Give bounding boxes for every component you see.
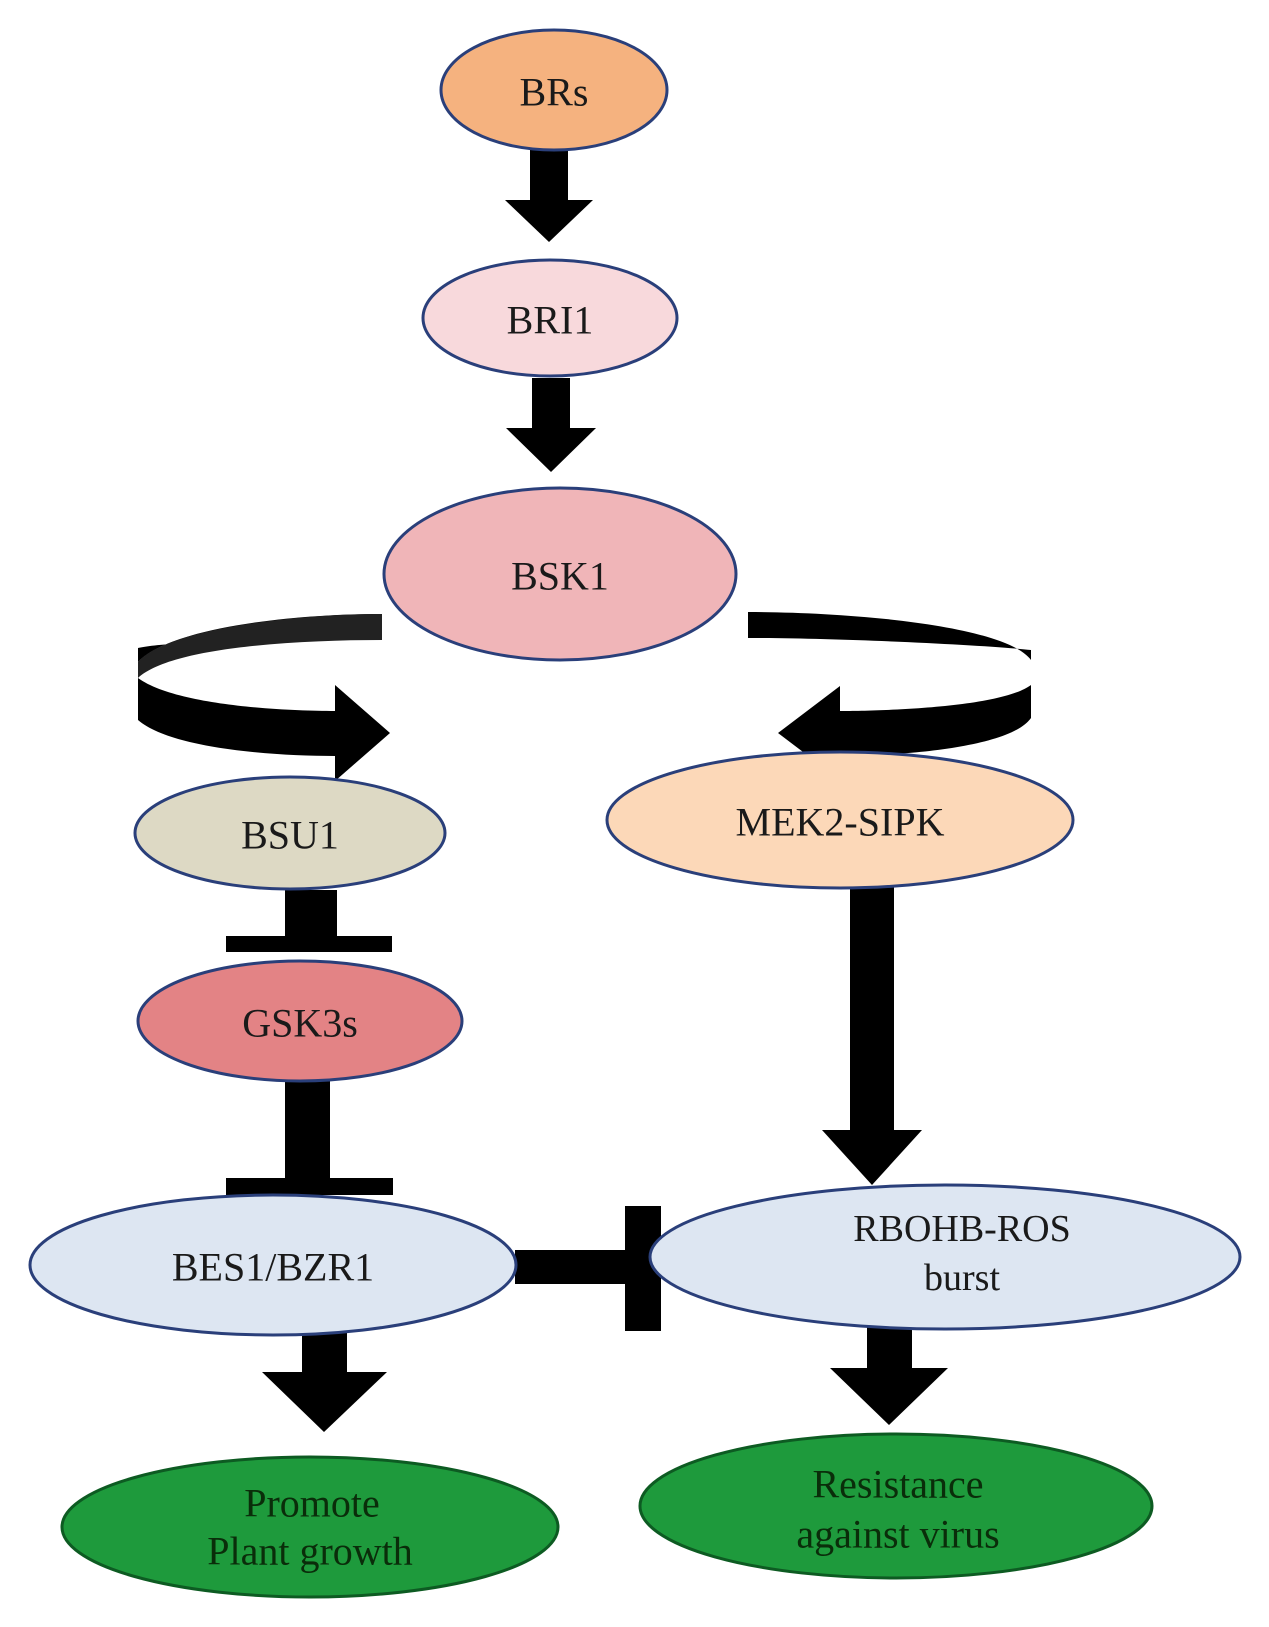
node-gsk3s-shape <box>136 959 464 1083</box>
node-bri1-shape <box>421 258 679 378</box>
connectors <box>138 150 1031 1432</box>
arrow-mek2-to-rbohb <box>822 885 922 1185</box>
node-mek2-sipk-label: MEK2-SIPK <box>736 800 945 845</box>
node-bsk1-label: BSK1 <box>511 554 609 599</box>
node-bes1-bzr1-label: BES1/BZR1 <box>172 1245 374 1290</box>
node-bsu1-label: BSU1 <box>241 813 339 858</box>
inhibit-bsu1-to-gsk3s <box>226 890 392 952</box>
node-promote-growth: Promote Plant growth <box>60 1455 560 1599</box>
node-rbohb-ros-shape <box>648 1183 1242 1331</box>
node-brs: BRs <box>439 28 669 152</box>
node-resistance-virus-shape <box>638 1432 1154 1580</box>
arrow-bsk1-to-bsu1 <box>138 614 390 781</box>
node-resistance-virus: Resistance against virus <box>638 1432 1154 1580</box>
node-rbohb-ros-label-line2: burst <box>924 1257 1000 1299</box>
node-bri1-label: BRI1 <box>507 298 594 343</box>
node-promote-growth-label-line2: Plant growth <box>207 1529 413 1574</box>
node-bsu1-shape <box>133 775 447 891</box>
node-rbohb-ros-label-line1: RBOHB-ROS <box>853 1208 1071 1250</box>
node-resistance-virus-label-line2: against virus <box>796 1512 999 1557</box>
node-gsk3s: GSK3s <box>136 959 464 1083</box>
node-bri1: BRI1 <box>421 258 679 378</box>
arrow-bsk1-to-mek2 <box>748 612 1031 780</box>
node-promote-growth-label-line1: Promote <box>244 1481 380 1526</box>
inhibit-bes1-to-rbohb <box>515 1206 661 1331</box>
node-mek2-sipk: MEK2-SIPK <box>605 750 1075 890</box>
node-brs-label: BRs <box>520 70 589 115</box>
arrow-bri1-to-bsk1 <box>506 378 596 472</box>
arrow-brs-to-bri1 <box>505 150 593 242</box>
node-mek2-sipk-shape <box>605 750 1075 890</box>
node-gsk3s-label: GSK3s <box>242 1001 358 1046</box>
node-bsk1-shape <box>382 486 738 662</box>
node-bsk1: BSK1 <box>382 486 738 662</box>
node-bes1-bzr1-shape <box>28 1193 518 1337</box>
node-brs-shape <box>439 28 669 152</box>
node-bsu1: BSU1 <box>133 775 447 891</box>
inhibit-gsk3s-to-bes1 <box>226 1080 393 1195</box>
node-rbohb-ros: RBOHB-ROS burst <box>648 1183 1242 1331</box>
node-bes1-bzr1: BES1/BZR1 <box>28 1193 518 1337</box>
node-promote-growth-shape <box>60 1455 560 1599</box>
node-resistance-virus-label-line1: Resistance <box>812 1462 983 1507</box>
